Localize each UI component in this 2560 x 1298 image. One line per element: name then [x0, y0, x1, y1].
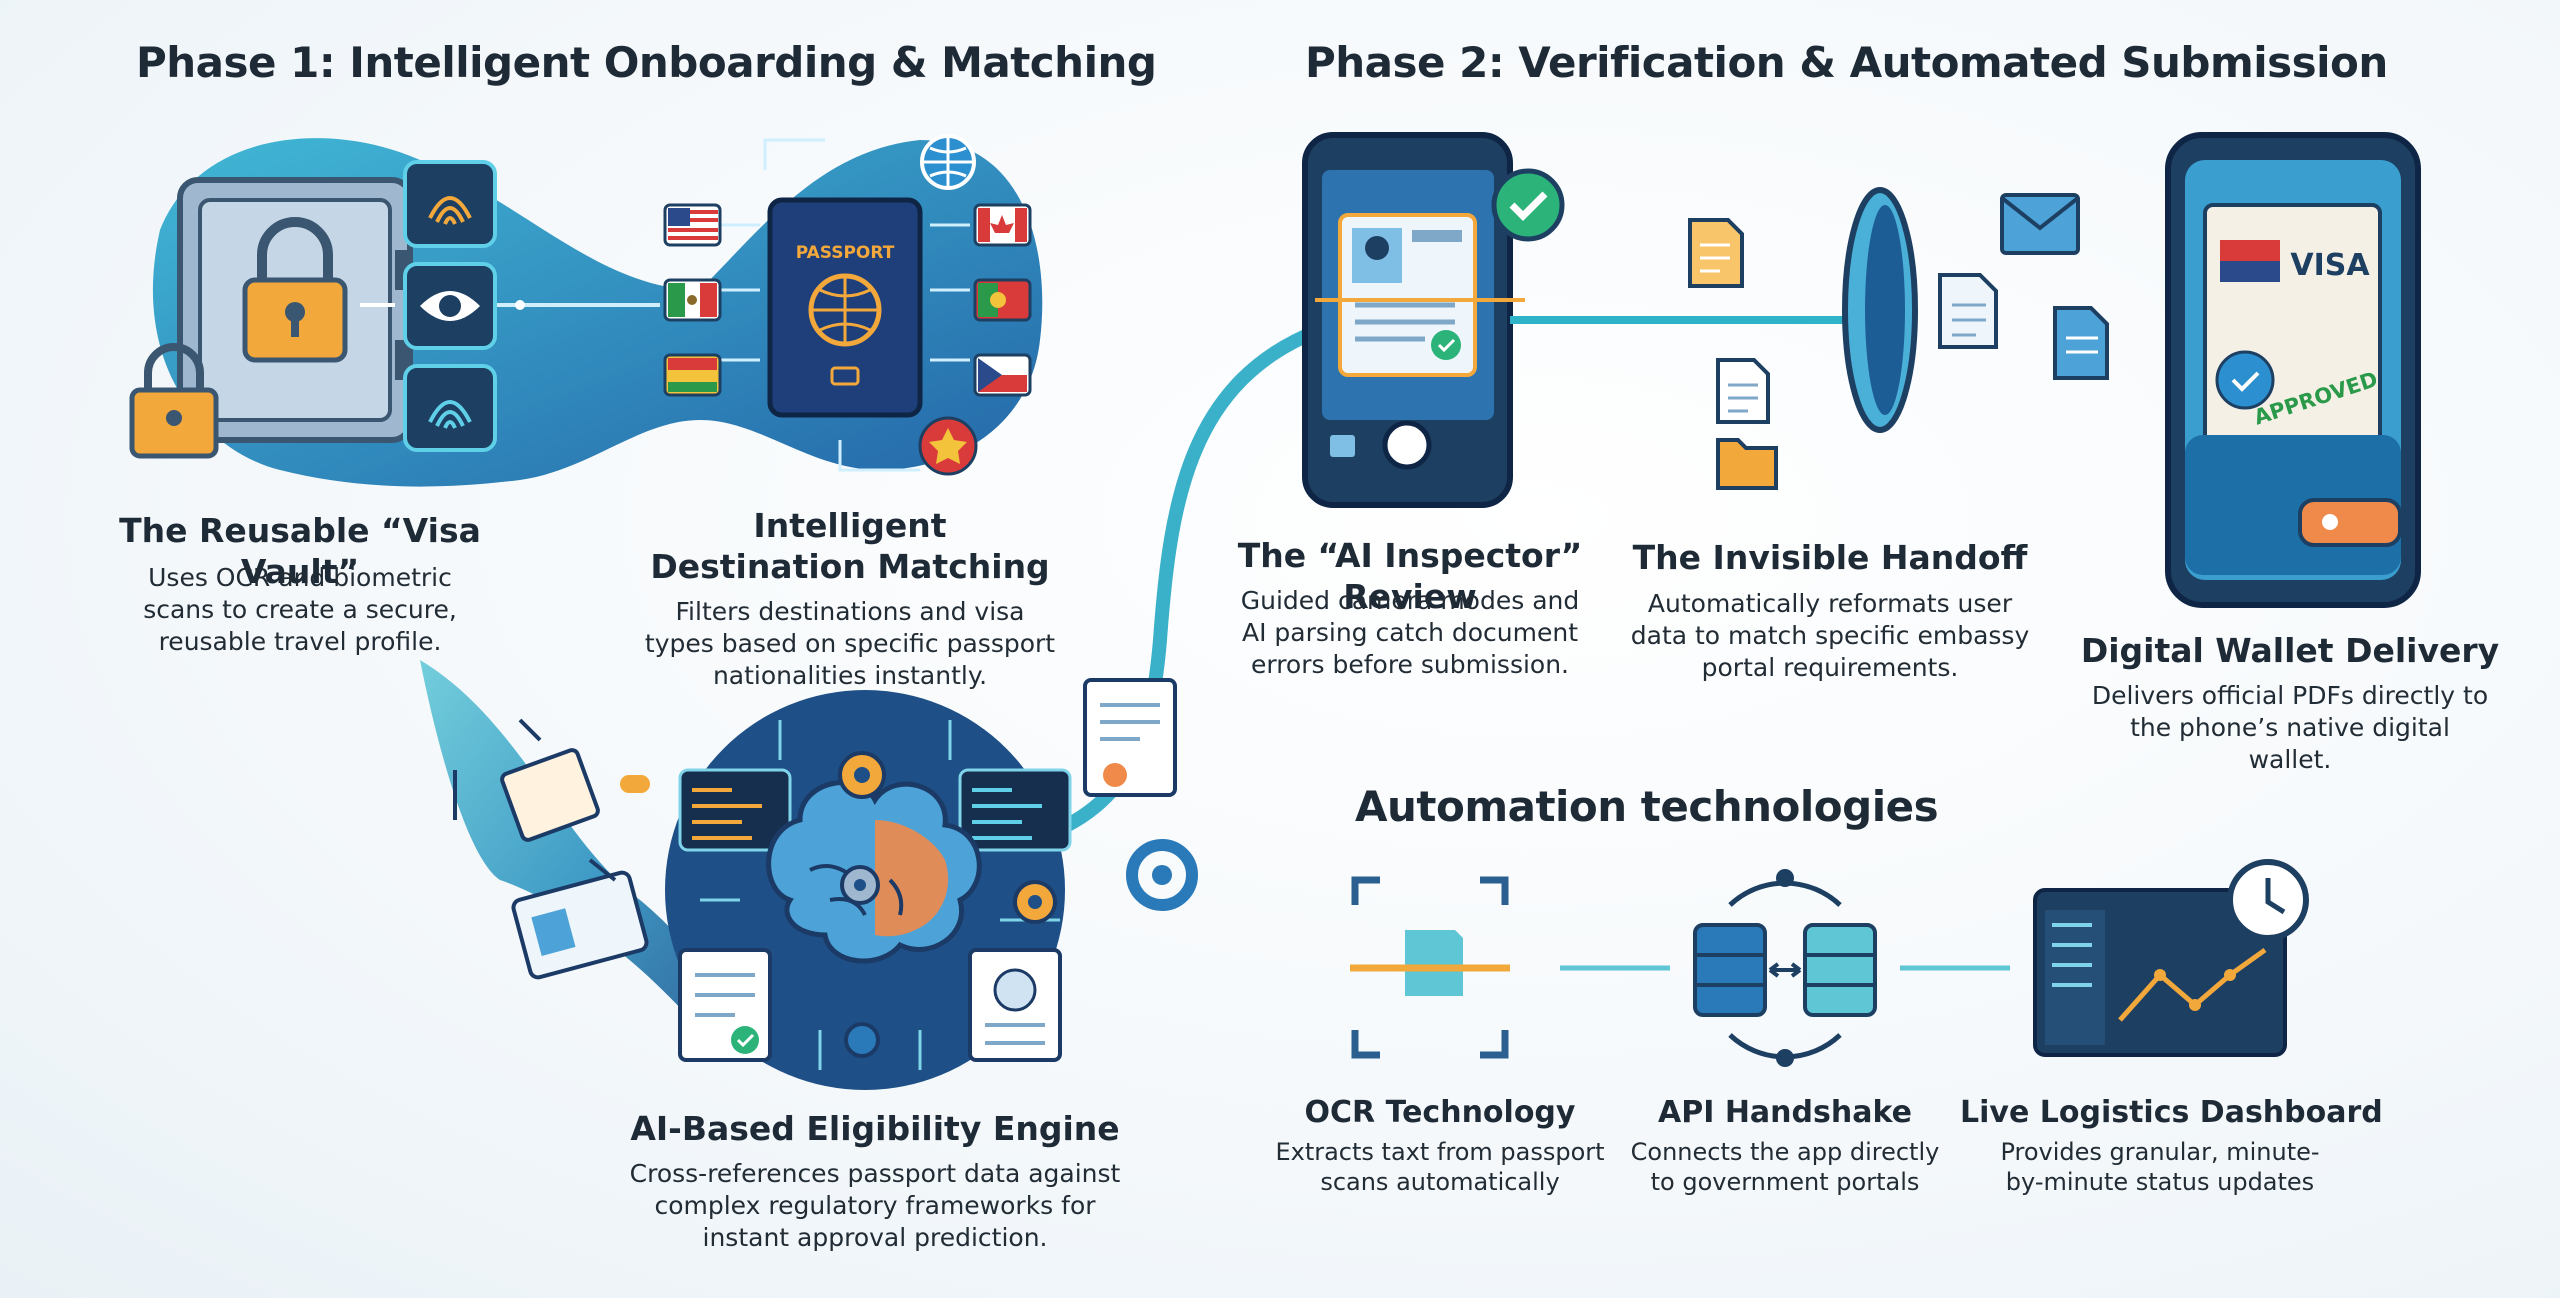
gear-icon-3	[840, 865, 880, 905]
envelope-icon	[2000, 193, 2080, 255]
invisible-handoff-title: The Invisible Handoff	[1632, 538, 2028, 577]
flag-canada-icon	[973, 203, 1032, 247]
globe-icon	[920, 134, 976, 190]
live-dashboard-desc: Provides granular, minute-by-minute stat…	[2000, 1138, 2320, 1196]
dashboard-icon	[2033, 888, 2287, 1057]
passport-icon	[767, 197, 923, 418]
gear-icon	[838, 751, 886, 799]
automation-title: Automation technologies	[1355, 782, 1939, 831]
star-badge-icon	[918, 416, 978, 476]
small-padlock-icon	[129, 343, 219, 459]
eligibility-engine-title: AI-Based Eligibility Engine	[630, 1109, 1120, 1148]
ai-inspector-desc: Guided camera modes and AI parsing catch…	[1240, 586, 1580, 679]
flag-red-yellow-icon	[663, 353, 722, 397]
api-database-icon	[1693, 869, 1877, 1067]
phase2-title: Phase 2: Verification & Automated Submis…	[1305, 38, 2388, 87]
visa-vault-illustration: PASSPORT	[129, 134, 1043, 487]
api-handshake-desc: Connects the app directly to government …	[1630, 1138, 1940, 1196]
clock-icon	[2227, 859, 2309, 941]
ocr-scan-icon	[1350, 876, 1510, 1059]
ocr-technology-title: OCR Technology	[1304, 1095, 1576, 1130]
eligibility-engine-desc: Cross-references passport data against c…	[629, 1159, 1121, 1252]
ai-inspector-illustration: VISA APPROVED	[1302, 132, 2421, 608]
document-check-icon	[678, 948, 772, 1062]
folder-icon	[1716, 438, 1778, 490]
passport-label: PASSPORT	[796, 243, 895, 263]
check-badge-icon	[1491, 168, 1565, 242]
wallet-delivery-title: Digital Wallet Delivery	[2080, 631, 2500, 670]
document-icon	[1688, 218, 1744, 288]
flag-portugal-icon	[973, 278, 1032, 322]
phase1-title: Phase 1: Intelligent Onboarding & Matchi…	[136, 38, 1157, 87]
ai-engine-illustration	[453, 678, 1198, 1090]
certificate-icon	[1083, 678, 1177, 797]
visa-label: VISA	[2290, 248, 2370, 283]
fingerprint-icon	[403, 160, 497, 248]
flag-czech-icon	[973, 353, 1032, 397]
automation-icons	[1350, 859, 2309, 1067]
gear-icon-2	[1013, 880, 1057, 924]
padlock-icon	[242, 217, 348, 363]
api-handshake-title: API Handshake	[1658, 1095, 1912, 1130]
document-icon-2	[1716, 358, 1770, 424]
visa-vault-desc: Uses OCR and biometric scans to create a…	[143, 563, 457, 656]
code-window-icon	[678, 768, 792, 852]
phone-camera-icon	[1302, 132, 1525, 508]
ocr-technology-desc: Extracts taxt from passport scans automa…	[1275, 1138, 1605, 1196]
visa-vault-title: The Reusable “Visa Vault”	[119, 511, 481, 592]
document-icon-4	[2053, 306, 2109, 380]
id-card-icon	[511, 870, 649, 980]
document-badge-icon	[968, 948, 1062, 1062]
invisible-handoff-desc: Automatically reformats user data to mat…	[1630, 589, 2030, 682]
photo-card-icon	[500, 748, 600, 842]
fingerprint-icon-2	[403, 364, 497, 452]
flag-mexico-icon	[663, 278, 722, 322]
gear-icon-4	[1126, 839, 1198, 911]
eye-scan-icon	[403, 262, 497, 350]
live-dashboard-title: Live Logistics Dashboard	[1960, 1095, 2383, 1130]
wallet-delivery-desc: Delivers official PDFs directly to the p…	[2091, 681, 2489, 774]
portal-icon	[1842, 187, 1918, 433]
destination-matching-desc: Filters destinations and visa types base…	[644, 597, 1056, 690]
document-icon-3	[1938, 273, 1998, 349]
ai-inspector-title: The “AI Inspector” Review	[1237, 536, 1583, 617]
destination-matching-title: Intelligent Destination Matching	[650, 506, 1050, 587]
gear-icon-5	[844, 1022, 880, 1058]
flag-us-icon	[663, 203, 722, 247]
wallet-phone-icon	[2165, 132, 2421, 608]
code-window-icon-2	[958, 768, 1072, 852]
